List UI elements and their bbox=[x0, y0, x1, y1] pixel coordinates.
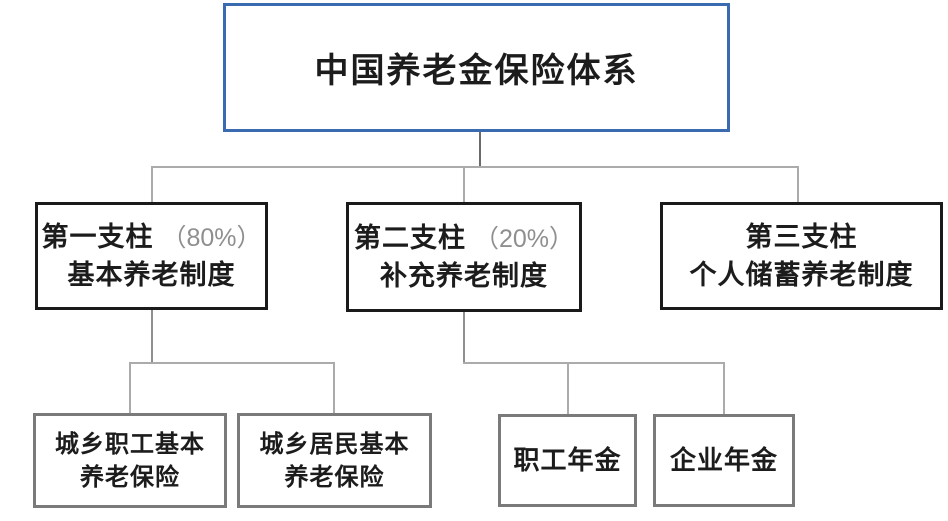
leaf-node-enterprise-annuity: 企业年金 bbox=[653, 414, 795, 507]
pillar-2-node: 第二支柱（20%） 补充养老制度 bbox=[346, 202, 582, 312]
leaf-label: 职工年金 bbox=[513, 445, 622, 475]
pillar-2-subtitle: 补充养老制度 bbox=[380, 260, 548, 291]
pillar-1-subtitle: 基本养老制度 bbox=[67, 259, 236, 290]
pillar-3-name: 第三支柱 bbox=[745, 221, 858, 252]
leaf-node-urban-resident-basic: 城乡居民基本 养老保险 bbox=[237, 413, 432, 508]
leaf-label: 企业年金 bbox=[669, 445, 778, 475]
connector-drop-leaf3 bbox=[567, 362, 569, 414]
connector-root-feed bbox=[479, 132, 481, 167]
connector-top-horizontal bbox=[151, 166, 799, 168]
connector-left-horizontal bbox=[129, 362, 335, 364]
leaf-line1: 城乡居民基本 bbox=[259, 430, 410, 458]
connector-drop-pillar1 bbox=[151, 166, 153, 202]
leaf-node-occupational-annuity: 职工年金 bbox=[498, 414, 637, 507]
pillar-3-subtitle: 个人储蓄养老制度 bbox=[689, 259, 914, 290]
leaf-line1: 城乡职工基本 bbox=[55, 430, 205, 458]
pillar-1-node: 第一支柱（80%） 基本养老制度 bbox=[35, 202, 268, 310]
leaf-node-urban-worker-basic: 城乡职工基本 养老保险 bbox=[33, 413, 227, 508]
connector-middle-horizontal bbox=[463, 362, 725, 364]
connector-drop-pillar3 bbox=[797, 166, 799, 202]
pillar-3-title: 第三支柱 bbox=[746, 219, 858, 257]
pillar-1-share: （80%） bbox=[161, 223, 262, 252]
connector-drop-leaf4 bbox=[723, 362, 725, 414]
connector-drop-leaf2 bbox=[333, 362, 335, 413]
leaf-line2: 养老保险 bbox=[80, 463, 180, 491]
pillar-1-title: 第一支柱（80%） bbox=[41, 219, 261, 257]
root-title: 中国养老金保险体系 bbox=[314, 52, 639, 90]
pillar-2-title: 第二支柱（20%） bbox=[354, 220, 574, 258]
pillar-3-node: 第三支柱 个人储蓄养老制度 bbox=[660, 202, 943, 310]
leaf-line2: 养老保险 bbox=[284, 463, 385, 491]
pillar-2-name: 第二支柱 bbox=[353, 222, 466, 253]
connector-drop-pillar2 bbox=[463, 166, 465, 202]
root-node: 中国养老金保险体系 bbox=[223, 3, 730, 132]
connector-pillar1-feed bbox=[151, 310, 153, 363]
connector-drop-leaf1 bbox=[129, 362, 131, 413]
pillar-1-name: 第一支柱 bbox=[41, 221, 154, 252]
connector-pillar2-feed bbox=[463, 312, 465, 364]
pillar-2-share: （20%） bbox=[473, 224, 575, 253]
